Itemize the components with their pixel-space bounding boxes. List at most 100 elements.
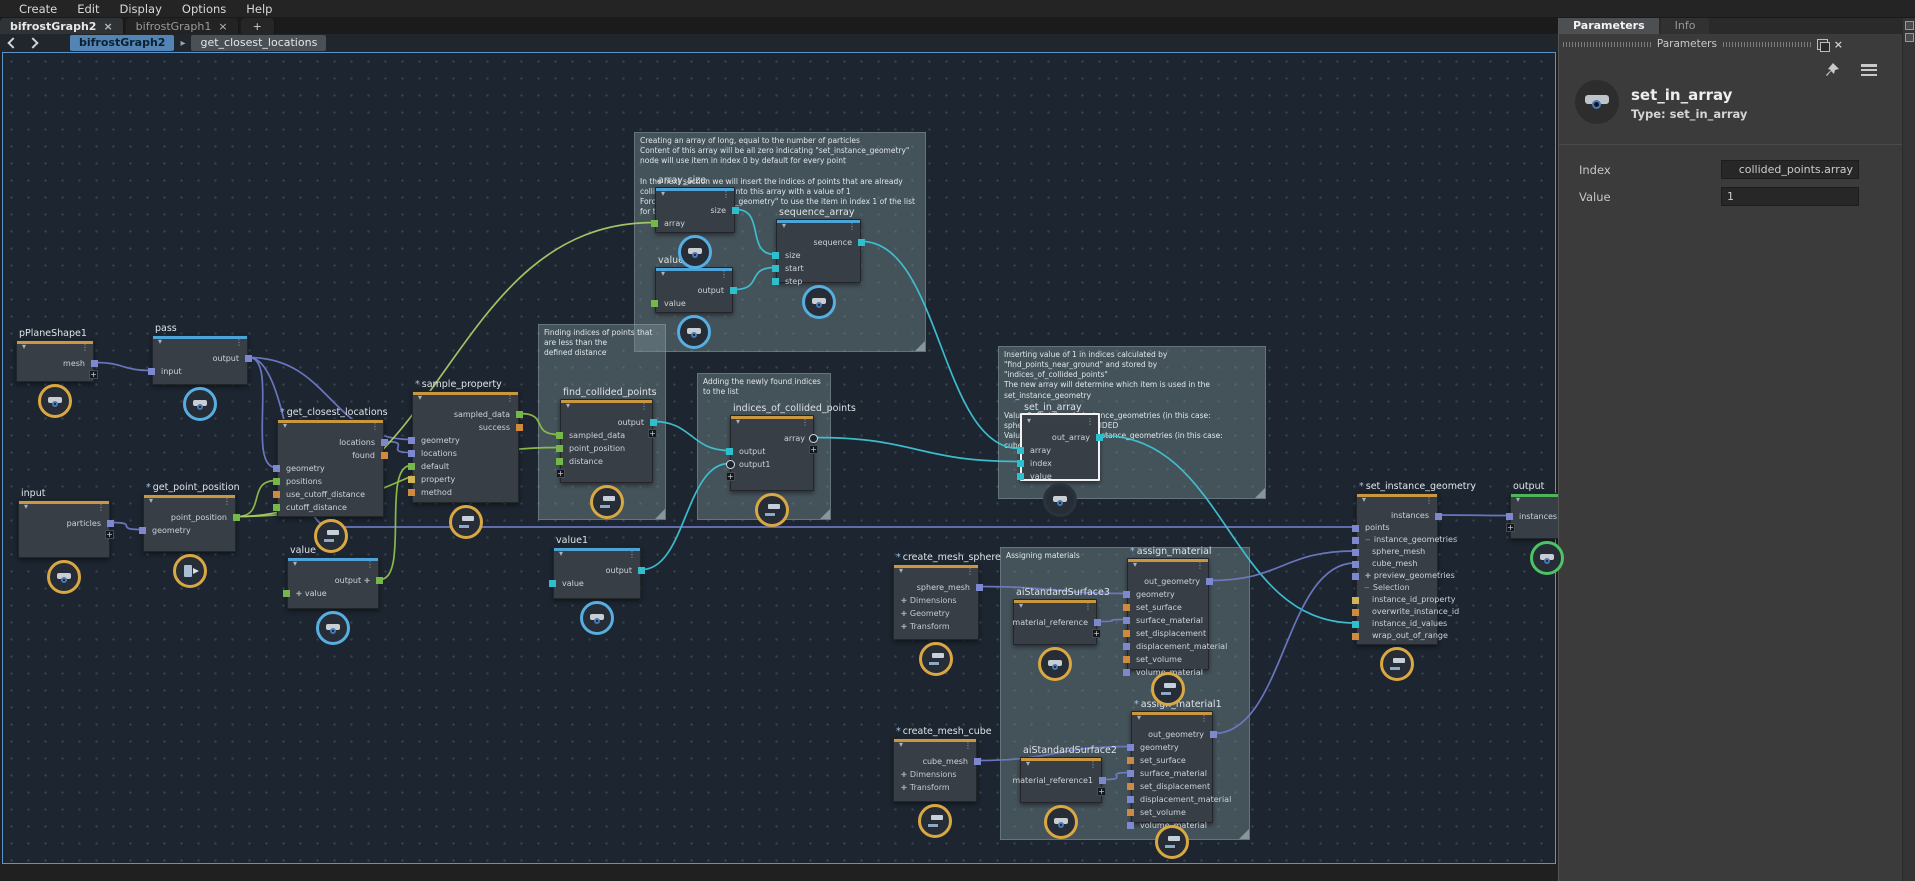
add-port-badge[interactable]: + <box>556 469 565 478</box>
collapse-caret-icon[interactable]: ▾ <box>661 269 666 278</box>
port-value[interactable] <box>283 590 290 597</box>
port-volume_material[interactable] <box>1127 822 1134 829</box>
port-start[interactable] <box>772 265 779 272</box>
port-geometry[interactable] <box>408 437 415 444</box>
port-output[interactable] <box>638 567 645 574</box>
port-default[interactable] <box>408 463 415 470</box>
port-volume_material[interactable] <box>1123 669 1130 676</box>
node-preview-icon-compound[interactable] <box>589 485 624 519</box>
collapse-caret-icon[interactable]: ▾ <box>1133 560 1138 569</box>
field-input-value[interactable]: 1 <box>1721 187 1859 206</box>
port-geometry[interactable] <box>273 465 280 472</box>
node-menu-icon[interactable]: ⋮ <box>720 270 728 279</box>
node-aiStandardSurface2[interactable]: aiStandardSurface2▾⋮material_reference1+ <box>1012 745 1117 803</box>
menu-display[interactable]: Display <box>119 1 162 16</box>
port-instance_geometries[interactable] <box>1352 537 1359 544</box>
node-preview-icon-compound[interactable] <box>755 493 789 527</box>
node-menu-icon[interactable]: ⋮ <box>801 418 809 427</box>
menu-icon[interactable] <box>1861 64 1877 76</box>
port-success[interactable] <box>516 424 523 431</box>
menu-options[interactable]: Options <box>181 1 227 16</box>
port-geometry[interactable] <box>1127 744 1134 751</box>
node-preview-icon-widget[interactable] <box>1038 647 1072 681</box>
port-value[interactable] <box>651 300 658 307</box>
node-menu-icon[interactable]: ⋮ <box>1196 561 1204 570</box>
node-menu-icon[interactable]: ⋮ <box>506 394 514 403</box>
node-menu-icon[interactable]: ⋮ <box>97 503 105 512</box>
port-set_displacement[interactable] <box>1127 783 1134 790</box>
collapse-caret-icon[interactable]: ▾ <box>1516 495 1521 504</box>
port-cutoff_distance[interactable] <box>273 504 280 511</box>
add-port-badge[interactable]: + <box>105 530 114 539</box>
add-port-badge[interactable]: + <box>648 429 657 438</box>
port-step[interactable] <box>772 278 779 285</box>
collapse-caret-icon[interactable]: ▾ <box>1019 601 1024 610</box>
port-material_reference[interactable] <box>1094 619 1101 626</box>
add-port-badge[interactable]: + <box>1506 523 1515 532</box>
port-points[interactable] <box>1352 525 1359 532</box>
collapse-caret-icon[interactable]: ▾ <box>566 401 571 410</box>
node-menu-icon[interactable]: ⋮ <box>81 343 89 352</box>
port-output[interactable] <box>245 355 252 362</box>
port-locations[interactable] <box>408 450 415 457</box>
node-preview-icon-compound[interactable] <box>313 519 348 553</box>
port-instance_id_property[interactable] <box>1352 597 1359 604</box>
node-menu-icon[interactable]: ⋮ <box>848 222 856 231</box>
collapse-caret-icon[interactable]: ▾ <box>1362 495 1367 504</box>
panel-tab-parameters[interactable]: Parameters <box>1559 18 1659 34</box>
port-output[interactable] <box>650 419 657 426</box>
collapse-caret-icon[interactable]: ▾ <box>899 566 904 575</box>
node-preview-icon-widget[interactable] <box>316 611 350 645</box>
collapse-caret-icon[interactable]: ▾ <box>899 740 904 749</box>
node-menu-icon[interactable]: ⋮ <box>366 560 374 569</box>
node-preview-icon-widget[interactable] <box>1530 541 1564 575</box>
node-pPlaneShape1[interactable]: pPlaneShape1▾⋮mesh+ <box>16 328 98 382</box>
port-index[interactable] <box>1017 460 1024 467</box>
port-array[interactable] <box>809 434 818 443</box>
collapse-caret-icon[interactable]: ▾ <box>22 342 27 351</box>
port-size[interactable] <box>772 252 779 259</box>
port-found[interactable] <box>381 452 388 459</box>
node-indices_of_collided_points[interactable]: indices_of_collided_points▾⋮array+output… <box>726 403 856 491</box>
port-sequence[interactable] <box>858 239 865 246</box>
port-output[interactable] <box>730 287 737 294</box>
port-geometry[interactable] <box>1123 591 1130 598</box>
port-array[interactable] <box>651 220 658 227</box>
collapse-caret-icon[interactable]: ▾ <box>661 189 666 198</box>
port-locations[interactable] <box>381 439 388 446</box>
port-value[interactable] <box>549 580 556 587</box>
breadcrumb-get_closest_locations[interactable]: get_closest_locations <box>191 35 327 51</box>
node-find_collided_points[interactable]: find_collided_points▾⋮output+sampled_dat… <box>556 387 657 483</box>
node-input[interactable]: input▾⋮particles+ <box>18 488 114 558</box>
port-out_geometry[interactable] <box>1206 578 1213 585</box>
node-menu-icon[interactable]: ⋮ <box>235 338 243 347</box>
port-instances[interactable] <box>1435 513 1442 520</box>
port-sphere_mesh[interactable] <box>1352 549 1359 556</box>
collapse-caret-icon[interactable]: ▾ <box>149 496 154 505</box>
add-port-badge[interactable]: + <box>1092 629 1101 638</box>
menu-create[interactable]: Create <box>19 1 58 16</box>
tab-close-icon[interactable]: × <box>218 19 228 33</box>
field-input-index[interactable]: collided_points.array <box>1721 160 1859 179</box>
port-material_reference1[interactable] <box>1099 777 1106 784</box>
port-input[interactable] <box>148 368 155 375</box>
port-sampled_data[interactable] <box>556 432 563 439</box>
port-out_array[interactable] <box>1096 434 1103 441</box>
node-menu-icon[interactable]: ⋮ <box>223 497 231 506</box>
collapse-caret-icon[interactable]: ▾ <box>283 421 288 430</box>
port-method[interactable] <box>408 489 415 496</box>
port-value[interactable] <box>1017 473 1024 480</box>
port-set_displacement[interactable] <box>1123 630 1130 637</box>
node-menu-icon[interactable]: ⋮ <box>1086 417 1094 426</box>
port-sphere_mesh[interactable] <box>976 584 983 591</box>
add-port-badge[interactable]: + <box>726 472 735 481</box>
node-preview-icon-widget[interactable] <box>801 285 836 319</box>
port-geometry[interactable] <box>139 527 146 534</box>
menu-help[interactable]: Help <box>246 1 273 16</box>
add-port-badge[interactable]: + <box>1097 787 1106 796</box>
